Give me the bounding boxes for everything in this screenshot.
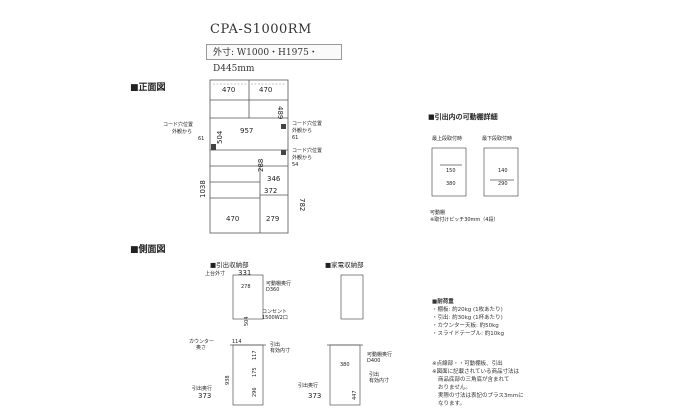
shelf-note-line2: ※取付けピッチ30mm（4段） — [430, 216, 498, 223]
cord-hole-right-bottom-icon — [281, 150, 286, 155]
cord-right-top-line1: コード穴位置 — [292, 120, 322, 127]
footnote: おりません。 — [438, 385, 471, 391]
storage-h504: 504 — [244, 316, 250, 326]
storage-h117: 117 — [252, 350, 258, 360]
storage-h175: 175 — [252, 367, 258, 377]
inner-bottom-label: 最下段取付時 — [482, 135, 512, 142]
appliance-w380: 380 — [340, 362, 350, 368]
dimensions-label: 外寸: W1000・H1975・D445mm — [206, 44, 342, 74]
appliance-slide-1: 可動棚奥行 — [367, 351, 392, 358]
appliance-section-label: ■家電収納部 — [325, 261, 364, 269]
footnote: ※図面に記載されている商品寸法は — [432, 369, 519, 375]
cord-hole-left-icon — [211, 144, 216, 150]
storage-section-label: ■引出収納部 — [210, 261, 249, 269]
load-notes: ■耐荷重 ・棚板: 約20kg (1枚あたり) ・引出: 約30kg (1杯あた… — [432, 298, 582, 338]
footnote: ※点線部・・可動棚板、引出 — [432, 361, 503, 367]
front-view-title: ■正面図 — [130, 83, 166, 93]
inner-left-val2: 380 — [446, 181, 456, 187]
storage-w373: 373 — [198, 392, 211, 400]
drawer-inner-title: ■引出内の可動棚詳細 — [428, 113, 498, 121]
storage-outlet-2: 1500W2口 — [262, 315, 288, 321]
storage-w114: 114 — [232, 339, 242, 345]
inner-top-label: 最上段取付時 — [432, 135, 462, 142]
footnotes: ※点線部・・可動棚板、引出 ※図面に記載されている商品寸法は 商品底部の三角底が… — [432, 360, 582, 408]
dim-346: 346 — [267, 175, 281, 183]
storage-counter-2: 奥さ — [196, 344, 206, 351]
dim-504: 504 — [216, 130, 224, 144]
cord-hole-right-top-icon — [281, 124, 286, 129]
dim-470a: 470 — [222, 86, 235, 94]
storage-drawer-depth-1: 引出 — [270, 341, 280, 348]
cord-left-line2: 外観から — [172, 128, 192, 135]
storage-outlet-1: コンセント — [262, 309, 287, 315]
cord-right-bottom-line3: 54 — [292, 162, 298, 168]
dim-470b: 470 — [259, 86, 272, 94]
load-item: ・引出: 約30kg (1杯あたり) — [432, 315, 503, 321]
storage-drawer-depth-2: 有効内寸 — [270, 347, 290, 354]
inner-detail-top-drawer — [431, 147, 467, 197]
cord-right-top-line2: 外観から — [292, 127, 312, 134]
storage-slide-top-1: 可動棚奥行 — [266, 280, 291, 287]
storage-bottom-depth: 引出奥行 — [192, 385, 212, 392]
footnote: なります。 — [438, 401, 465, 407]
appliance-upper-cabinet — [340, 274, 364, 320]
load-notes-title: ■耐荷重 — [432, 299, 454, 305]
appliance-drawer-depth-2: 有効内寸 — [369, 377, 389, 384]
load-item: ・棚板: 約20kg (1枚あたり) — [432, 307, 503, 313]
load-item: ・カウンター天板: 約50kg — [432, 323, 499, 329]
appliance-bottom-depth: 引出奥行 — [298, 382, 318, 389]
storage-upper-cabinet — [232, 274, 264, 320]
cord-right-top-line3: 61 — [292, 135, 298, 141]
storage-h278: 278 — [241, 284, 251, 290]
inner-right-val2: 290 — [498, 181, 508, 187]
dim-957: 957 — [240, 127, 253, 135]
load-item: ・スライドテーブル: 約10kg — [432, 331, 504, 337]
appliance-w373: 373 — [308, 392, 321, 400]
storage-w331: 331 — [238, 269, 251, 277]
storage-lower-cabinet — [232, 344, 264, 406]
cord-left-line1: コード穴位置 — [163, 121, 193, 128]
inner-detail-bottom-drawer — [483, 147, 519, 197]
storage-slide-top-2: D360 — [266, 287, 279, 293]
dim-279: 279 — [266, 215, 279, 223]
cord-right-bottom-line2: 外観から — [292, 154, 312, 161]
cord-left-line3: 61 — [198, 136, 204, 142]
dim-372: 372 — [264, 187, 277, 195]
dim-782: 782 — [298, 198, 306, 211]
inner-right-val1: 140 — [498, 168, 508, 174]
appliance-drawer-depth-1: 引出 — [369, 371, 379, 378]
cord-right-bottom-line1: コード穴位置 — [292, 147, 322, 154]
storage-counter-1: カウンター — [189, 338, 214, 345]
shelf-note-line1: 可動棚 — [430, 209, 445, 216]
side-view-title: ■側面図 — [130, 245, 166, 255]
dim-1038: 1038 — [199, 180, 207, 198]
storage-h938: 938 — [225, 375, 231, 385]
footnote: 実際の寸法は表記のプラス3mmに — [438, 393, 524, 399]
storage-top-outer: 上台外寸 — [205, 270, 225, 277]
model-name: CPA-S1000RM — [210, 22, 312, 37]
storage-h296: 296 — [252, 387, 258, 397]
appliance-slide-2: D400 — [367, 358, 380, 364]
dim-470c: 470 — [226, 215, 239, 223]
inner-left-val1: 150 — [446, 168, 456, 174]
dim-489: 489 — [276, 106, 284, 119]
dim-288: 288 — [257, 159, 265, 172]
footnote: 商品底部の三角底が含まれて — [438, 377, 510, 383]
appliance-h447: 447 — [352, 390, 358, 400]
